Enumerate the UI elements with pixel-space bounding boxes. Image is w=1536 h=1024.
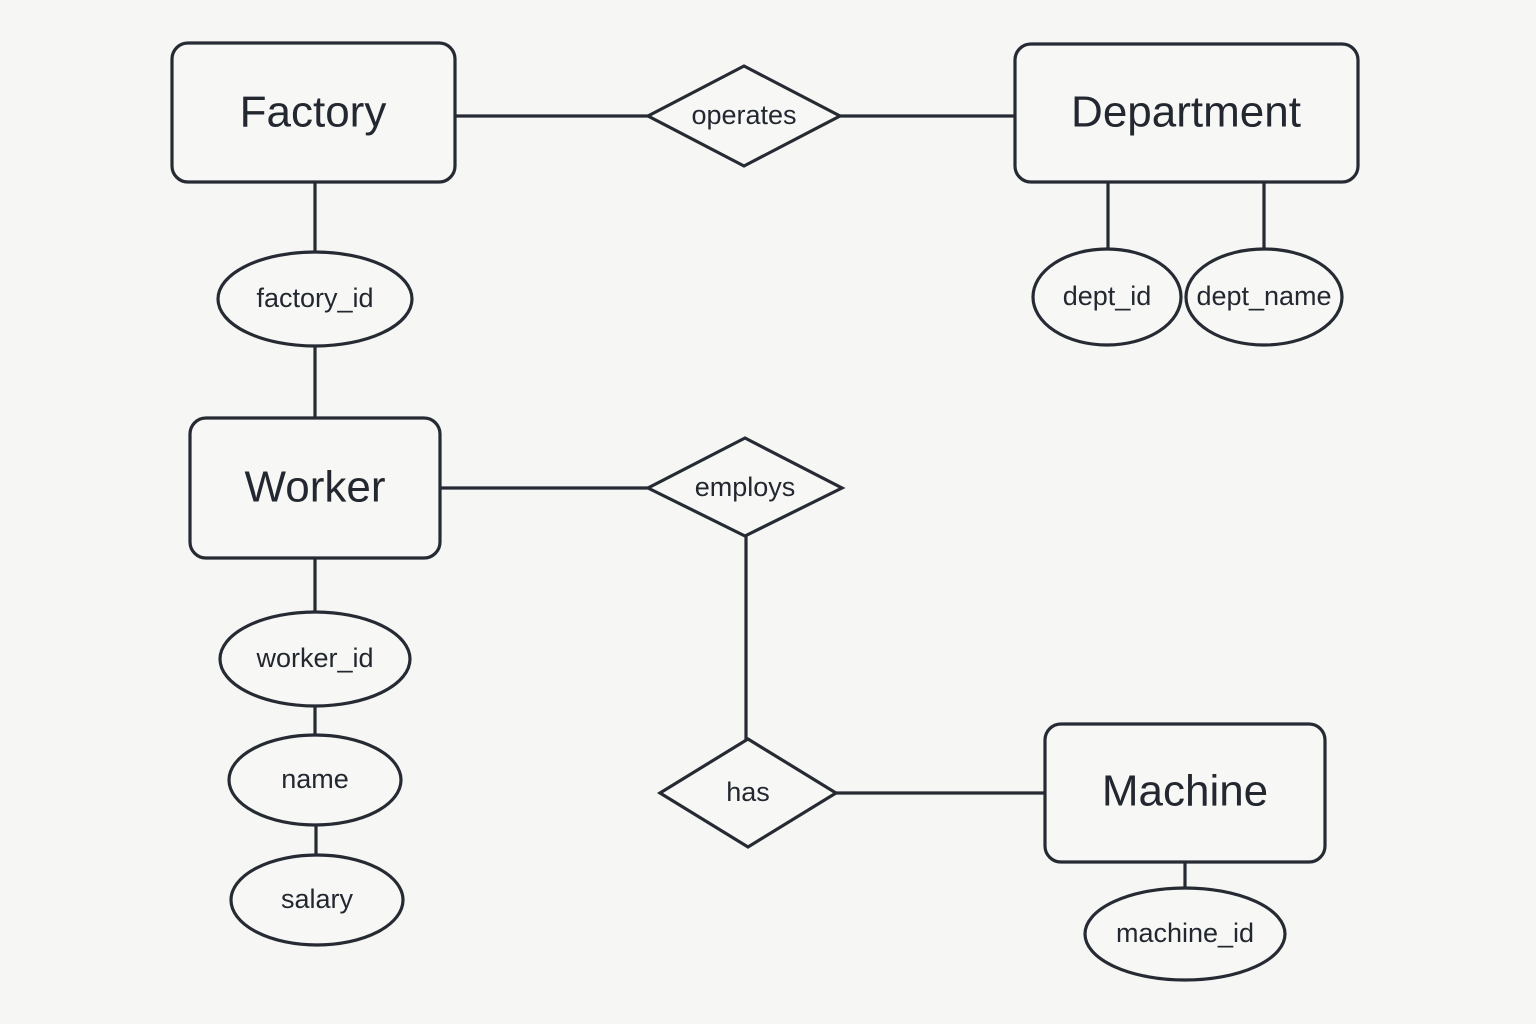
entity-factory-label: Factory — [240, 88, 387, 137]
relationships-group: operates employs has — [644, 64, 846, 849]
relationship-operates-diamond[interactable] — [644, 64, 844, 168]
entity-worker-label: Worker — [245, 463, 386, 512]
entities-group: Factory Department Worker Machine — [170, 41, 1360, 864]
attribute-machine-id-ellipse[interactable] — [1083, 886, 1287, 982]
attribute-dept-id[interactable]: dept_id — [1031, 247, 1183, 347]
entity-factory-box[interactable] — [170, 41, 457, 184]
entity-worker[interactable]: Worker — [188, 416, 442, 560]
relationship-has-diamond[interactable] — [656, 737, 840, 849]
attribute-machine-id[interactable]: machine_id — [1083, 886, 1287, 982]
attribute-dept-name-ellipse[interactable] — [1184, 247, 1344, 347]
attribute-salary-ellipse[interactable] — [229, 853, 405, 947]
relationship-operates-label: operates — [691, 100, 796, 130]
relationship-has[interactable]: has — [656, 737, 840, 849]
attribute-dept-name-label: dept_name — [1196, 281, 1331, 311]
entity-department[interactable]: Department — [1013, 42, 1360, 184]
attribute-factory-id-label: factory_id — [256, 283, 373, 313]
attribute-salary-label: salary — [281, 884, 354, 914]
attribute-dept-id-ellipse[interactable] — [1031, 247, 1183, 347]
entity-worker-box[interactable] — [188, 416, 442, 560]
attribute-salary[interactable]: salary — [229, 853, 405, 947]
relationship-employs-label: employs — [695, 472, 796, 502]
entity-department-box[interactable] — [1013, 42, 1360, 184]
attribute-name[interactable]: name — [227, 733, 403, 827]
entity-machine[interactable]: Machine — [1043, 722, 1327, 864]
entity-department-label: Department — [1071, 88, 1301, 137]
relationship-employs-diamond[interactable] — [644, 436, 846, 538]
attribute-dept-name[interactable]: dept_name — [1184, 247, 1344, 347]
attribute-worker-id[interactable]: worker_id — [218, 610, 412, 708]
relationship-operates[interactable]: operates — [644, 64, 844, 168]
entity-factory[interactable]: Factory — [170, 41, 457, 184]
attribute-worker-id-label: worker_id — [255, 643, 373, 673]
attribute-factory-id-ellipse[interactable] — [216, 250, 414, 348]
connector-lines — [313, 114, 1266, 892]
attribute-factory-id[interactable]: factory_id — [216, 250, 414, 348]
relationship-employs[interactable]: employs — [644, 436, 846, 538]
attributes-group: factory_id dept_id dept_name worker_id n… — [216, 247, 1344, 982]
attribute-machine-id-label: machine_id — [1116, 918, 1254, 948]
attribute-worker-id-ellipse[interactable] — [218, 610, 412, 708]
entity-machine-label: Machine — [1102, 767, 1268, 816]
attribute-name-ellipse[interactable] — [227, 733, 403, 827]
attribute-name-label: name — [281, 764, 349, 794]
entity-machine-box[interactable] — [1043, 722, 1327, 864]
relationship-has-label: has — [726, 777, 770, 807]
attribute-dept-id-label: dept_id — [1063, 281, 1152, 311]
